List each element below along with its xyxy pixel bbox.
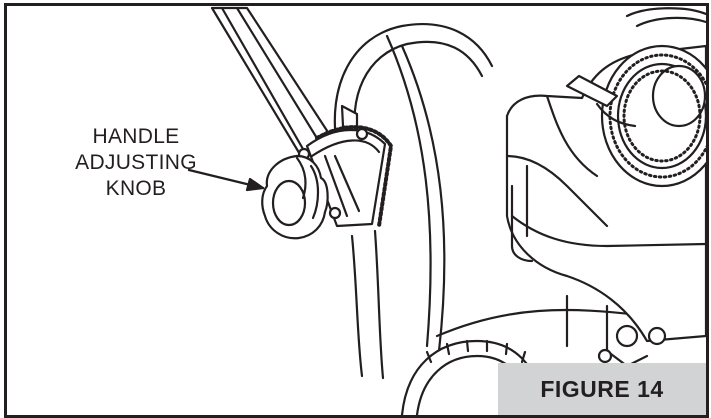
figure-number-label: FIGURE 14 bbox=[498, 363, 706, 415]
callout-arrow bbox=[187, 168, 265, 192]
fittings bbox=[597, 324, 667, 368]
callout-line-3: KNOB bbox=[105, 177, 167, 200]
callout-label: HANDLE ADJUSTING KNOB bbox=[51, 124, 221, 202]
engine-housing bbox=[505, 7, 706, 358]
callout-line-2: ADJUSTING bbox=[75, 151, 197, 174]
lawn-mower-handle-illustration bbox=[187, 6, 706, 415]
deck-lines bbox=[385, 34, 649, 353]
adjusting-knob bbox=[261, 154, 329, 240]
callout-line-1: HANDLE bbox=[92, 125, 180, 148]
handle-bar bbox=[210, 6, 339, 168]
figure-frame: HANDLE ADJUSTING KNOB FIGURE 14 bbox=[4, 3, 709, 418]
